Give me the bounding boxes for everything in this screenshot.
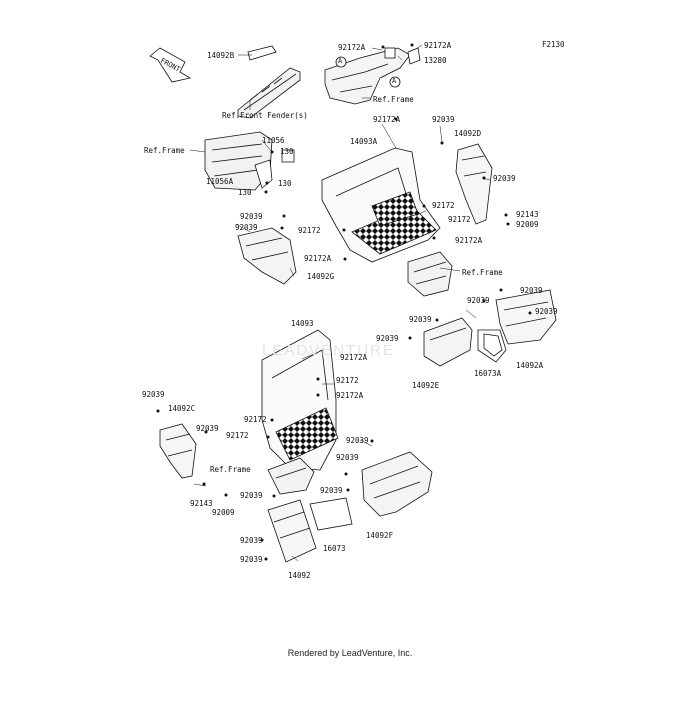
ref-label: Ref.Frame [144, 146, 185, 155]
part-label: 92172A [373, 115, 401, 124]
part-label: 92172A [340, 353, 368, 362]
part-label: 92172 [336, 376, 359, 385]
watermark: LEADVENTURE [262, 342, 395, 359]
part-label: 92039 [432, 115, 455, 124]
part-label: 92039 [409, 315, 432, 324]
part-label: 14092D [454, 129, 482, 138]
frame-piece-mid [407, 251, 453, 297]
part-label: 92039 [240, 536, 263, 545]
part-label: 92172A [424, 41, 452, 50]
part-label: 92009 [212, 508, 235, 517]
fastener-dots [156, 43, 532, 561]
part-label: 11056A [206, 177, 234, 186]
part-label: 130 [278, 179, 292, 188]
callout-a-1: A [338, 57, 343, 65]
callout-a-circle-2 [389, 76, 401, 88]
part-label: 92172A [304, 254, 332, 263]
fender-cover-14092b [237, 45, 301, 119]
part-label: 92039 [467, 296, 490, 305]
part-label: 92039 [520, 286, 543, 295]
guard-14092 [267, 497, 353, 563]
part-label: 92039 [240, 491, 263, 500]
leader-lines [189, 44, 491, 562]
part-label: 92039 [336, 453, 359, 462]
callout-a-circle-1 [335, 56, 347, 68]
part-label: 92172A [455, 236, 483, 245]
part-label: 92039 [535, 307, 558, 316]
callout-a-2: A [392, 77, 397, 85]
part-label: 14092 [288, 571, 311, 580]
ref-label: Ref.Frame [462, 268, 503, 277]
part-label: 92039 [235, 223, 258, 232]
part-label: 92172 [226, 431, 249, 440]
part-label: 92039 [142, 390, 165, 399]
side-guard-14092f [361, 451, 433, 517]
part-label: 92172 [432, 201, 455, 210]
ref-label: Ref.Frame [373, 95, 414, 104]
part-label: 16073 [323, 544, 346, 553]
part-label: 13280 [424, 56, 447, 65]
part-label: 92172A [338, 43, 366, 52]
figure-code: F2130 [542, 40, 565, 49]
part-label: 92039 [346, 436, 369, 445]
frame-bracket-upper [324, 47, 421, 105]
ref-label: Ref.Frame [210, 465, 251, 474]
footer-credit: Rendered by LeadVenture, Inc. [287, 648, 413, 658]
frame-block-left [204, 131, 295, 191]
part-label: 92172 [448, 215, 471, 224]
part-label: 14092B [207, 51, 235, 60]
part-label: 92143 [190, 499, 213, 508]
part-label: 11056 [262, 136, 285, 145]
guard-assembly-14092e [423, 289, 557, 367]
part-label: 14093A [350, 137, 378, 146]
front-arrow-icon: FRONT [149, 47, 192, 83]
part-label: 14092C [168, 404, 196, 413]
side-guard-14092c [159, 423, 197, 479]
part-label: 92039 [320, 486, 343, 495]
side-guard-14092g [237, 227, 297, 285]
part-label: 92143 [516, 210, 539, 219]
part-label: 130 [238, 188, 252, 197]
part-label: 92039 [376, 334, 399, 343]
part-label: 92172A [336, 391, 364, 400]
part-label: 130 [280, 147, 294, 156]
part-label: 92039 [196, 424, 219, 433]
floor-pan-14093a [321, 147, 441, 263]
part-label: 92039 [493, 174, 516, 183]
part-label: 92039 [240, 212, 263, 221]
part-label: 14092G [307, 272, 335, 281]
part-label: 92009 [516, 220, 539, 229]
ref-label: Ref.Front Fender(s) [222, 111, 308, 120]
part-label: 16073A [474, 369, 502, 378]
frame-piece-lower [267, 457, 315, 495]
part-label: 14093 [291, 319, 314, 328]
part-label: 92172 [298, 226, 321, 235]
side-guard-14092d [455, 143, 493, 225]
part-label: 14092F [366, 531, 394, 540]
part-label: 92039 [240, 555, 263, 564]
floor-pan-14093 [261, 329, 339, 471]
part-label: 14092E [412, 381, 440, 390]
part-label: 14092A [516, 361, 544, 370]
part-label: 92172 [244, 415, 267, 424]
